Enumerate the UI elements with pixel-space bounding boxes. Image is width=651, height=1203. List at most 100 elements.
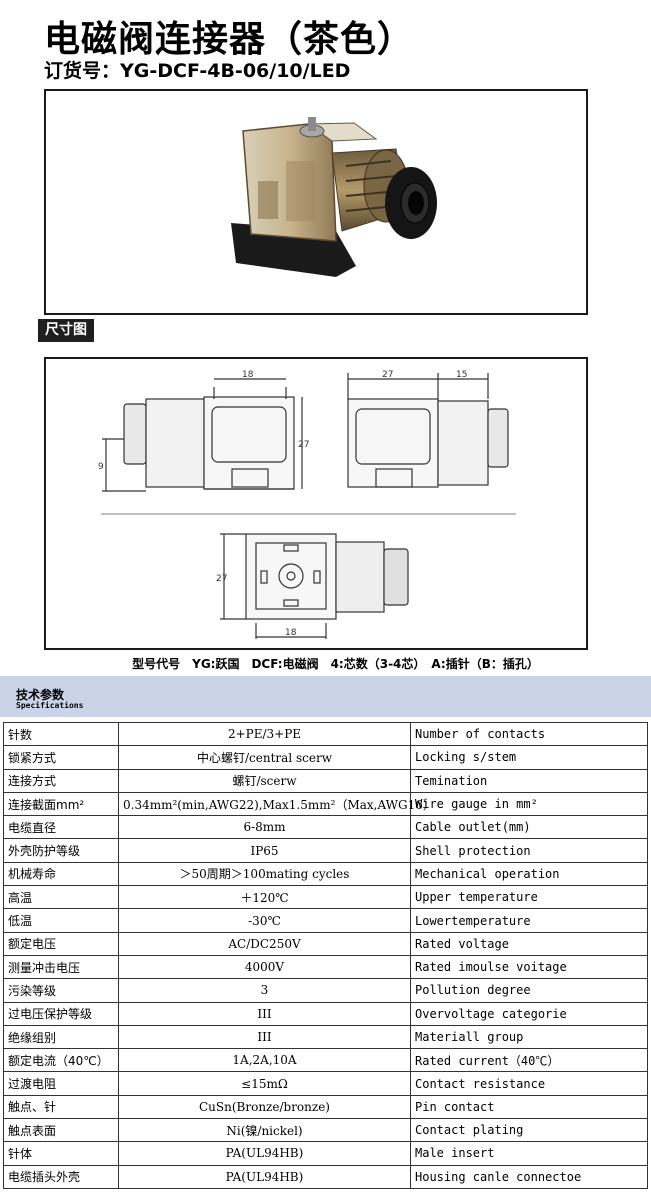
spec-name-cell: 过电压保护等级 (3, 1001, 119, 1026)
spec-english-cell: Male insert (410, 1141, 648, 1166)
spec-value-cell: 螺钉/scerw (118, 768, 411, 793)
side-view (347, 373, 509, 488)
spec-name-cell: 连接截面mm² (3, 791, 119, 817)
front-view (102, 378, 303, 492)
spec-english-cell: Housing canle connectoe (410, 1164, 648, 1189)
dim-offset: 9 (98, 462, 104, 472)
spec-english-cell: Rated imoulse voitage (410, 954, 648, 980)
spec-value-cell: ＋120℃ (118, 885, 411, 910)
spec-english-cell: Lowertemperature (410, 908, 648, 933)
spec-english-cell: Pin contact (410, 1094, 648, 1120)
spec-english-cell: Overvoltage categorie (410, 1001, 648, 1026)
spec-value-cell: IP65 (118, 838, 411, 863)
spec-english-cell: Temination (410, 768, 648, 793)
spec-name-cell: 连接方式 (3, 768, 119, 793)
spec-title: 技术参数 (16, 688, 65, 702)
spec-english-cell: Number of contacts (410, 721, 648, 747)
spec-value-cell: PA(UL94HB) (118, 1164, 411, 1189)
dim-bottom-height: 27 (216, 574, 227, 584)
spec-name-cell: 电缆插头外壳 (3, 1164, 119, 1189)
spec-value-cell: 6-8mm (118, 815, 411, 840)
spec-header: 技术参数 Specifications (0, 676, 651, 717)
spec-english-cell: Wire gauge in mm² (410, 791, 648, 817)
page-title: 电磁阀连接器（茶色） (44, 19, 415, 60)
spec-subtitle: Specifications (16, 701, 84, 710)
spec-name-cell: 污染等级 (3, 978, 119, 1003)
spec-name-cell: 机械寿命 (3, 861, 119, 887)
spec-english-cell: Mechanical operation (410, 861, 648, 887)
spec-name-cell: 高温 (3, 885, 119, 910)
spec-english-cell: Locking s/stem (410, 745, 648, 770)
spec-value-cell: III (118, 1024, 411, 1050)
dimension-drawing: 18 9 27 27 15 (44, 357, 588, 650)
spec-name-cell: 测量冲击电压 (3, 954, 119, 980)
spec-name-cell: 额定电流（40℃） (3, 1048, 119, 1073)
spec-value-cell: ＞50周期＞100mating cycles (118, 861, 411, 887)
spec-english-cell: Contact resistance (410, 1071, 648, 1096)
spec-value-cell: 4000V (118, 954, 411, 980)
spec-value-cell: 0.34mm²(min,AWG22),Max1.5mm²（Max,AWG16） (118, 791, 435, 817)
spec-name-cell: 针体 (3, 1141, 119, 1166)
spec-value-cell: 1A,2A,10A (118, 1048, 411, 1073)
spec-name-cell: 低温 (3, 908, 119, 933)
dim-front-width: 18 (242, 370, 254, 380)
spec-english-cell: Materiall group (410, 1024, 648, 1050)
product-photo (44, 89, 588, 315)
spec-name-cell: 触点表面 (3, 1118, 119, 1143)
spec-english-cell: Contact plating (410, 1118, 648, 1143)
spec-english-cell: Shell protection (410, 838, 648, 863)
spec-english-cell: Upper temperature (410, 885, 648, 910)
spec-english-cell: Pollution degree (410, 978, 648, 1003)
spec-value-cell: 中心螺钉/central scerw (118, 745, 411, 770)
spec-value-cell: 3 (118, 978, 411, 1003)
spec-value-cell: AC/DC250V (118, 931, 411, 956)
dim-height: 27 (298, 440, 309, 450)
spec-name-cell: 锁紧方式 (3, 745, 119, 770)
spec-value-cell: Ni(镍/nickel) (118, 1118, 411, 1143)
spec-value-cell: -30℃ (118, 908, 411, 933)
spec-name-cell: 针数 (3, 721, 119, 747)
dim-side-depth: 27 (382, 370, 393, 380)
spec-name-cell: 外壳防护等级 (3, 838, 119, 863)
spec-value-cell: 2+PE/3+PE (118, 721, 411, 747)
dim-side-gland: 15 (456, 370, 467, 380)
spec-name-cell: 额定电压 (3, 931, 119, 956)
spec-name-cell: 过渡电阻 (3, 1071, 119, 1096)
dim-bottom-width: 18 (285, 628, 297, 638)
spec-value-cell: CuSn(Bronze/bronze) (118, 1094, 411, 1120)
drawing-svg: 18 9 27 27 15 (98, 370, 516, 639)
model-code-legend: 型号代号 YG:跃国 DCF:电磁阀 4:芯数（3-4芯） A:插针（B：插孔） (132, 657, 539, 671)
spec-name-cell: 绝缘组别 (3, 1024, 119, 1050)
spec-english-cell: Rated voltage (410, 931, 648, 956)
bottom-view (220, 533, 409, 639)
spec-value-cell: III (118, 1001, 411, 1026)
spec-value-cell: PA(UL94HB) (118, 1141, 411, 1166)
spec-english-cell: Rated current（40℃） (410, 1048, 648, 1073)
spec-name-cell: 触点、针 (3, 1094, 119, 1120)
connector-photo-illustration (231, 117, 437, 277)
dimension-tag: 尺寸图 (38, 319, 94, 342)
spec-value-cell: ≤15mΩ (118, 1071, 411, 1096)
spec-name-cell: 电缆直径 (3, 815, 119, 840)
spec-english-cell: Cable outlet(mm) (410, 815, 648, 840)
